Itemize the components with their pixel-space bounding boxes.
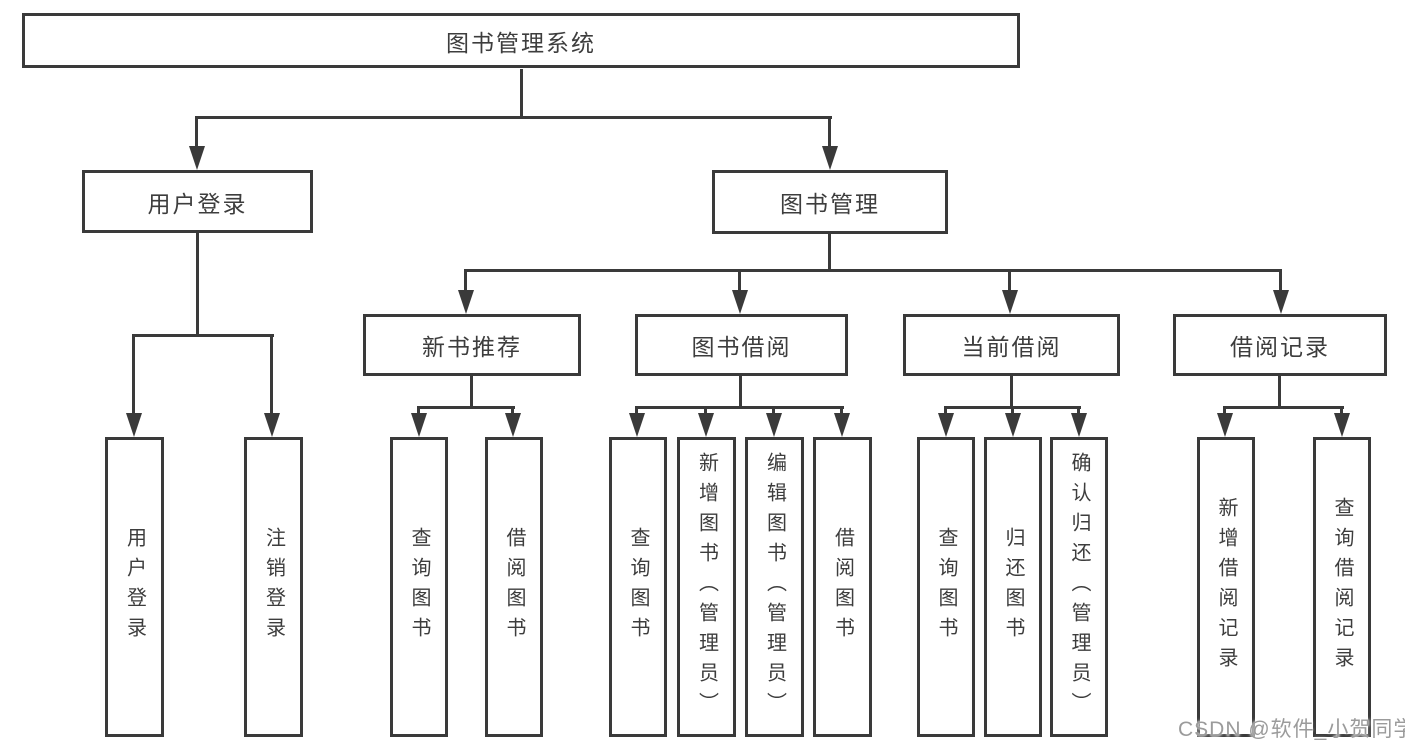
edge-user-login-stem [196, 233, 199, 336]
edge-to-leaf-borrow-books-2 [840, 406, 843, 415]
edge-to-borrowing-records [1279, 269, 1282, 292]
arrowhead-leaf-add-books [698, 413, 714, 437]
edge-to-leaf-login [132, 334, 135, 415]
edge-book-borrowing-branch [635, 406, 844, 409]
csdn-watermark: CSDN @软件_小贺同学 [1178, 718, 1405, 741]
edge-book-management-stem [828, 234, 831, 271]
edge-root-branch [195, 116, 832, 119]
edge-book-borrowing-stem [739, 376, 742, 408]
leaf-edit-books-admin: 编辑图书（管理员） [745, 437, 804, 737]
edge-to-leaf-query-books-1 [417, 406, 420, 415]
edge-new-book-recommend-stem [470, 376, 473, 408]
edge-to-leaf-query-books-2 [635, 406, 638, 415]
edge-root-stem [520, 69, 523, 117]
edge-book-management-branch [464, 269, 1282, 272]
edge-user-login-branch [132, 334, 274, 337]
arrowhead-leaf-query-books-1 [411, 413, 427, 437]
leaf-query-books-recommend: 查询图书 [390, 437, 448, 737]
edge-borrowing-records-branch [1223, 406, 1344, 409]
edge-current-borrowing-stem [1010, 376, 1013, 408]
node-borrowing-records: 借阅记录 [1173, 314, 1387, 376]
leaf-add-books-admin: 新增图书（管理员） [677, 437, 736, 737]
edge-root-to-book-management [828, 116, 831, 148]
arrowhead-leaf-edit-books [766, 413, 782, 437]
leaf-query-borrow-record: 查询借阅记录 [1313, 437, 1371, 737]
leaf-confirm-return-admin: 确认归还（管理员） [1050, 437, 1108, 737]
edge-to-new-book-recommend [464, 269, 467, 292]
leaf-borrow-books-recommend: 借阅图书 [485, 437, 543, 737]
leaf-add-borrow-record: 新增借阅记录 [1197, 437, 1255, 737]
node-new-book-recommend: 新书推荐 [363, 314, 581, 376]
node-book-borrowing: 图书借阅 [635, 314, 848, 376]
arrowhead-leaf-borrow-books-1 [505, 413, 521, 437]
edge-to-leaf-add-books [704, 406, 707, 415]
arrowhead-book-management [822, 146, 838, 170]
node-user-login: 用户登录 [82, 170, 313, 233]
node-library-management-system: 图书管理系统 [22, 13, 1020, 68]
arrowhead-leaf-confirm-return [1071, 413, 1087, 437]
edge-new-book-recommend-branch [417, 406, 515, 409]
arrowhead-leaf-query-borrow-record [1334, 413, 1350, 437]
arrowhead-leaf-logout [264, 413, 280, 437]
edge-to-book-borrowing [738, 269, 741, 292]
edge-to-leaf-edit-books [772, 406, 775, 415]
arrowhead-leaf-query-books-2 [629, 413, 645, 437]
leaf-query-books-borrowing: 查询图书 [609, 437, 667, 737]
edge-to-leaf-return-books [1011, 406, 1014, 415]
arrowhead-user-login [189, 146, 205, 170]
node-current-borrowing: 当前借阅 [903, 314, 1120, 376]
edge-to-leaf-borrow-books-1 [511, 406, 514, 415]
arrowhead-leaf-query-books-3 [938, 413, 954, 437]
edge-to-leaf-confirm-return [1077, 406, 1080, 415]
leaf-return-books: 归还图书 [984, 437, 1042, 737]
arrowhead-leaf-borrow-books-2 [834, 413, 850, 437]
leaf-user-login: 用户登录 [105, 437, 164, 737]
edge-to-current-borrowing [1008, 269, 1011, 292]
edge-to-leaf-query-books-3 [944, 406, 947, 415]
leaf-borrow-books: 借阅图书 [813, 437, 872, 737]
arrowhead-new-book-recommend [458, 290, 474, 314]
edge-root-to-user-login [195, 116, 198, 148]
edge-to-leaf-query-borrow-record [1340, 406, 1343, 415]
arrowhead-current-borrowing [1002, 290, 1018, 314]
edge-to-leaf-logout [270, 334, 273, 415]
node-book-management: 图书管理 [712, 170, 948, 234]
leaf-query-books-current: 查询图书 [917, 437, 975, 737]
edge-borrowing-records-stem [1278, 376, 1281, 408]
edge-to-leaf-add-borrow-record [1223, 406, 1226, 415]
arrowhead-book-borrowing [732, 290, 748, 314]
leaf-logout: 注销登录 [244, 437, 303, 737]
arrowhead-leaf-add-borrow-record [1217, 413, 1233, 437]
arrowhead-leaf-login [126, 413, 142, 437]
arrowhead-borrowing-records [1273, 290, 1289, 314]
arrowhead-leaf-return-books [1005, 413, 1021, 437]
